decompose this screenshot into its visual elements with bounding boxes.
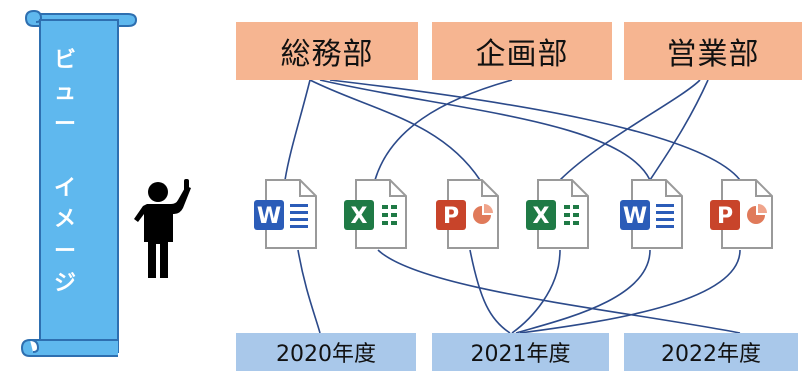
word-file-icon: W — [620, 179, 683, 249]
file-type-letter: W — [623, 204, 647, 229]
connector-line — [309, 79, 481, 181]
connector-line — [559, 79, 701, 181]
connector-line — [374, 79, 513, 181]
year-box-2022: 2022年度 — [624, 333, 798, 371]
file-type-letter: X — [533, 204, 550, 229]
department-box-sales: 営業部 — [624, 22, 802, 80]
connector-line — [284, 79, 311, 181]
connector-line — [519, 249, 741, 334]
connector-line — [649, 79, 709, 181]
department-box-planning: 企画部 — [432, 22, 612, 80]
connectors — [284, 79, 741, 334]
connector-line — [515, 249, 651, 334]
excel-file-icon: X — [526, 179, 589, 249]
file-type-letter: P — [443, 204, 459, 229]
scroll-banner — [20, 9, 138, 357]
connector-line — [329, 79, 741, 181]
connector-line — [297, 249, 321, 334]
scroll-bottom-curl — [20, 339, 118, 357]
person-pointing-icon — [134, 179, 191, 278]
word-file-icon: W — [254, 179, 317, 249]
powerpoint-file-icon: P — [710, 179, 773, 249]
file-type-letter: P — [717, 204, 733, 229]
powerpoint-file-icon: P — [436, 179, 499, 249]
year-box-2021: 2021年度 — [432, 333, 609, 371]
scroll-body — [39, 19, 119, 353]
file-type-letter: X — [351, 204, 368, 229]
connector-line — [469, 249, 511, 334]
year-box-2020: 2020年度 — [236, 333, 416, 371]
file-type-letter: W — [257, 204, 281, 229]
excel-file-icon: X — [344, 179, 407, 249]
connector-line — [377, 249, 741, 334]
connector-line — [511, 249, 561, 334]
department-box-general-affairs: 総務部 — [236, 22, 418, 80]
connector-line — [319, 79, 651, 181]
